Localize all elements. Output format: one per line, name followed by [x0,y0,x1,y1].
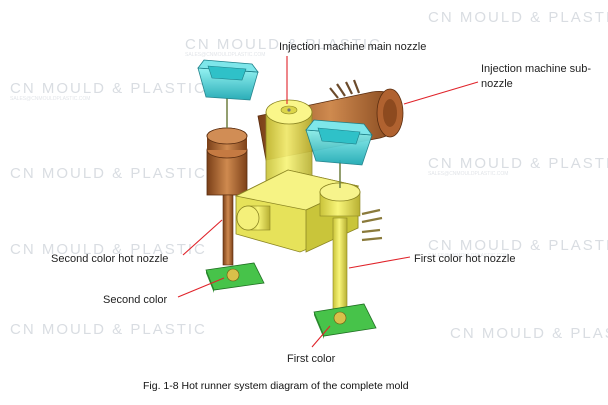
label-main-nozzle: Injection machine main nozzle [279,41,426,53]
first-color-sprue-cup [305,119,373,166]
first-color-manifold [234,160,383,253]
second-color-drop [206,98,248,266]
watermark-subtext: SALES@CNMOULDPLASTIC.COM [428,171,508,177]
first-color-cavity-plate [313,303,377,339]
leader-first-color [311,325,331,348]
watermark-subtext: SALES@CNMOULDPLASTIC.COM [10,96,90,102]
label-sub-nozzle-line2: nozzle [481,78,513,90]
sub-manifold-connectors [329,79,361,99]
label-second-color: Second color [103,294,168,306]
figure-caption: Fig. 1-8 Hot runner system diagram of th… [143,380,409,392]
second-color-sprue-cup [197,59,259,101]
watermark-text: CN MOULD & PLASTIC [10,165,207,182]
label-second-hot-nozzle: Second color hot nozzle [51,253,168,265]
watermark-text: CN MOULD & PLASTIC [185,36,382,53]
first-color-connectors [361,208,383,242]
labels: Injection machine main nozzle Injection … [51,41,591,365]
label-first-color: First color [287,353,336,365]
watermark: CN MOULD & PLASTIC CN MOULD & PLASTIC CN… [10,9,608,342]
leader-second-color [177,277,225,298]
watermark-text: CN MOULD & PLASTIC [10,241,207,258]
watermark-subtext: SALES@CNMOULDPLASTIC.COM [428,253,508,259]
label-sub-nozzle-line1: Injection machine sub- [481,63,591,75]
main-sprue [265,99,313,183]
hot-runner-illustration [197,59,404,339]
leader-first-hot-nozzle [348,256,411,269]
leader-sub-nozzle [403,81,479,105]
watermark-text: CN MOULD & PLASTIC [10,321,207,338]
second-color-cavity-plate [205,262,265,293]
watermark-text: CN MOULD & PLASTIC [428,9,608,26]
label-first-hot-nozzle: First color hot nozzle [414,253,515,265]
watermark-text: CN MOULD & PLASTIC [450,325,608,342]
watermark-text: CN MOULD & PLASTIC [10,80,207,97]
watermark-text: CN MOULD & PLASTIC [428,155,608,172]
leader-second-hot-nozzle [182,219,223,256]
watermark-text: CN MOULD & PLASTIC [428,237,608,254]
first-color-drop [332,217,348,311]
leader-lines [177,56,479,348]
watermark-subtext: SALES@CNMOULDPLASTIC.COM [185,52,265,58]
